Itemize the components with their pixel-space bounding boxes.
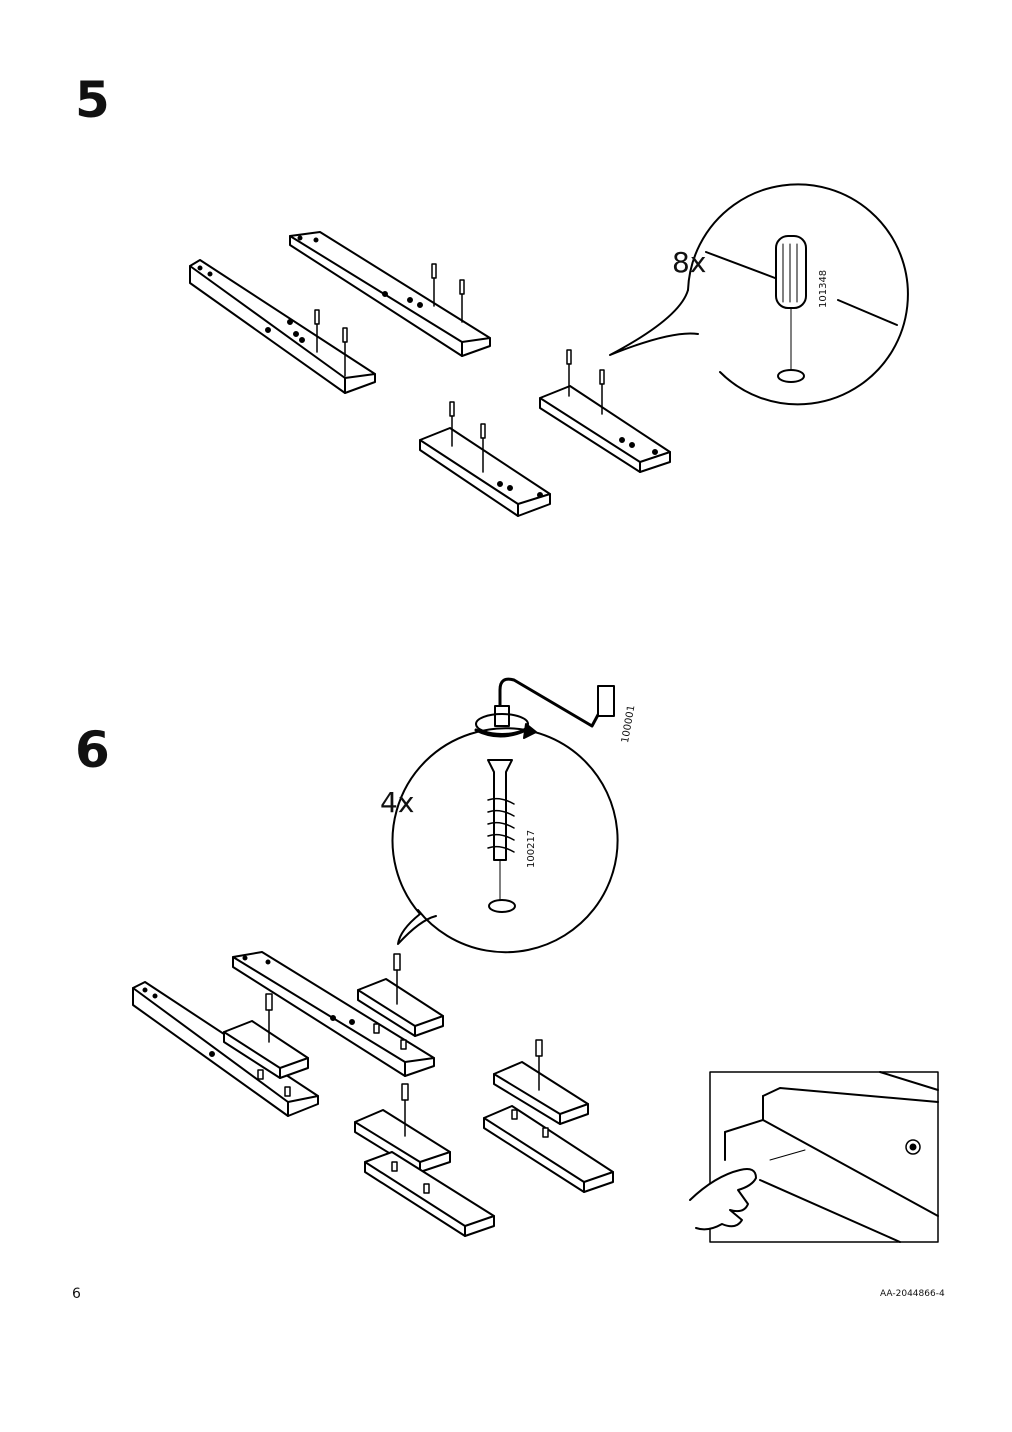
step6-rail-left xyxy=(132,981,319,1117)
part-number-dowel: 101348 xyxy=(818,269,829,308)
page-number: 6 xyxy=(72,1286,81,1302)
step5-detail-callout xyxy=(609,183,909,406)
step6-block-4 xyxy=(364,1151,495,1237)
step6-block-1 xyxy=(223,1020,309,1079)
step6-screws xyxy=(265,953,543,1137)
hand-icon xyxy=(689,1168,757,1231)
step6-rail-back xyxy=(232,951,435,1077)
quantity-label-step6: 4x xyxy=(380,786,415,819)
document-id: AA-2044866-4 xyxy=(880,1289,945,1299)
part-number-screw: 100217 xyxy=(526,829,537,868)
step6-inset xyxy=(689,1071,939,1243)
step6-block-6 xyxy=(483,1105,614,1193)
step5-block-right xyxy=(539,385,671,473)
allen-key-icon xyxy=(498,677,608,728)
step6-block-5 xyxy=(493,1061,589,1125)
quantity-label-step5: 8x xyxy=(672,246,707,279)
step-number-5: 5 xyxy=(75,71,110,129)
screw-icon xyxy=(487,759,513,861)
step6-detail-callout xyxy=(391,677,619,954)
step6-block-2 xyxy=(357,978,444,1037)
step5-dowels xyxy=(314,263,605,473)
step6-block-3 xyxy=(354,1109,451,1173)
step5-rail-back xyxy=(289,231,491,357)
step5-rail-left xyxy=(189,259,376,394)
step-number-6: 6 xyxy=(75,721,110,779)
step5-block-middle xyxy=(419,427,551,517)
step6-dowels xyxy=(257,1023,549,1194)
rotate-arrow-icon xyxy=(474,728,528,738)
